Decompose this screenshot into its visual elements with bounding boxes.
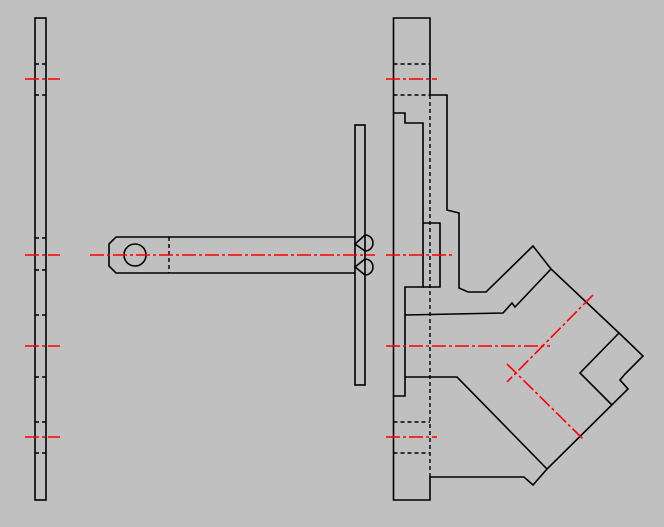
left-side-view: [25, 17, 60, 501]
center-lines: [386, 78, 594, 441]
weld-symbol-icon: [353, 234, 374, 276]
hidden-lines: [35, 63, 46, 454]
center-lines: [25, 78, 60, 438]
lower-edge: [405, 376, 548, 470]
right-section-view: [386, 17, 645, 501]
bore-step: [578, 332, 620, 406]
hidden-lines: [393, 63, 431, 477]
bar-outline: [34, 17, 47, 501]
front-view-lever: [90, 124, 375, 386]
housing-outline: [392, 17, 645, 501]
inner-step: [393, 112, 424, 397]
upper-edge: [404, 268, 552, 316]
